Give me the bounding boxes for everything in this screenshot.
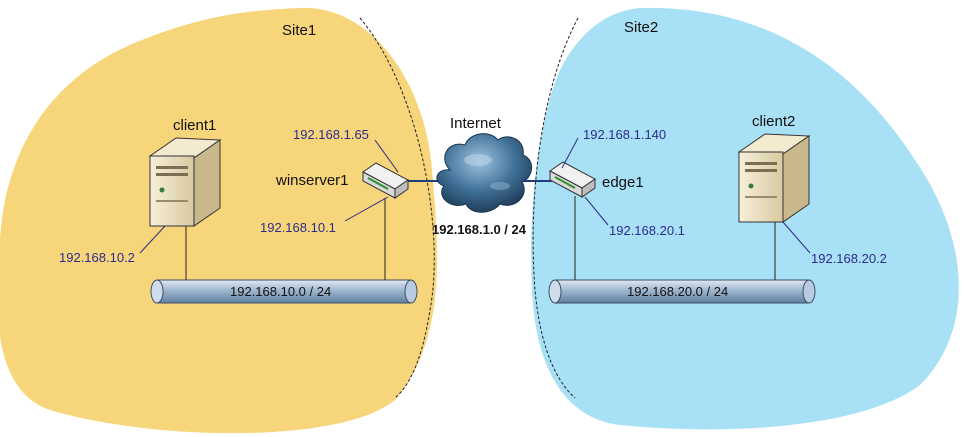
- edge1-wan-leader: [561, 137, 579, 169]
- site1-boundary: [359, 17, 435, 399]
- site2-title: Site2: [624, 19, 658, 36]
- client1-ip: 192.168.10.2: [59, 250, 135, 265]
- client1-ip-leader: [139, 225, 166, 254]
- client1-server-icon: [148, 137, 222, 227]
- site2-lan-label: 192.168.20.0 / 24: [627, 284, 728, 299]
- edge1-router-icon: [549, 161, 596, 198]
- internet-label: Internet: [450, 115, 502, 132]
- winserver1-wan-ip: 192.168.1.65: [293, 127, 369, 142]
- edge1-name: edge1: [602, 174, 644, 191]
- client2-ip: 192.168.20.2: [811, 251, 887, 266]
- site1-lan-pipe: [150, 279, 418, 304]
- winserver1-router-icon: [362, 162, 409, 199]
- edge1-lan-leader: [584, 196, 609, 226]
- edge1-wan-ip: 192.168.1.140: [583, 127, 666, 142]
- winserver1-wan-leader: [374, 139, 399, 173]
- client2-name: client2: [752, 113, 795, 130]
- internet-cloud-icon: [436, 133, 532, 213]
- winserver1-lan-ip: 192.168.10.1: [260, 220, 336, 235]
- winserver1-lan-leader: [344, 196, 389, 222]
- edge1-lan-ip: 192.168.20.1: [609, 223, 685, 238]
- site2-lan-pipe: [548, 279, 816, 304]
- winserver1-name: winserver1: [275, 172, 349, 189]
- site1-title: Site1: [282, 22, 316, 39]
- internet-network-label: 192.168.1.0 / 24: [432, 222, 527, 237]
- site2-boundary: [532, 17, 579, 399]
- client2-server-icon: [737, 133, 811, 223]
- site1-area: [0, 7, 438, 434]
- site1-lan-label: 192.168.10.0 / 24: [230, 284, 331, 299]
- client1-name: client1: [173, 117, 216, 134]
- client2-ip-leader: [782, 221, 811, 254]
